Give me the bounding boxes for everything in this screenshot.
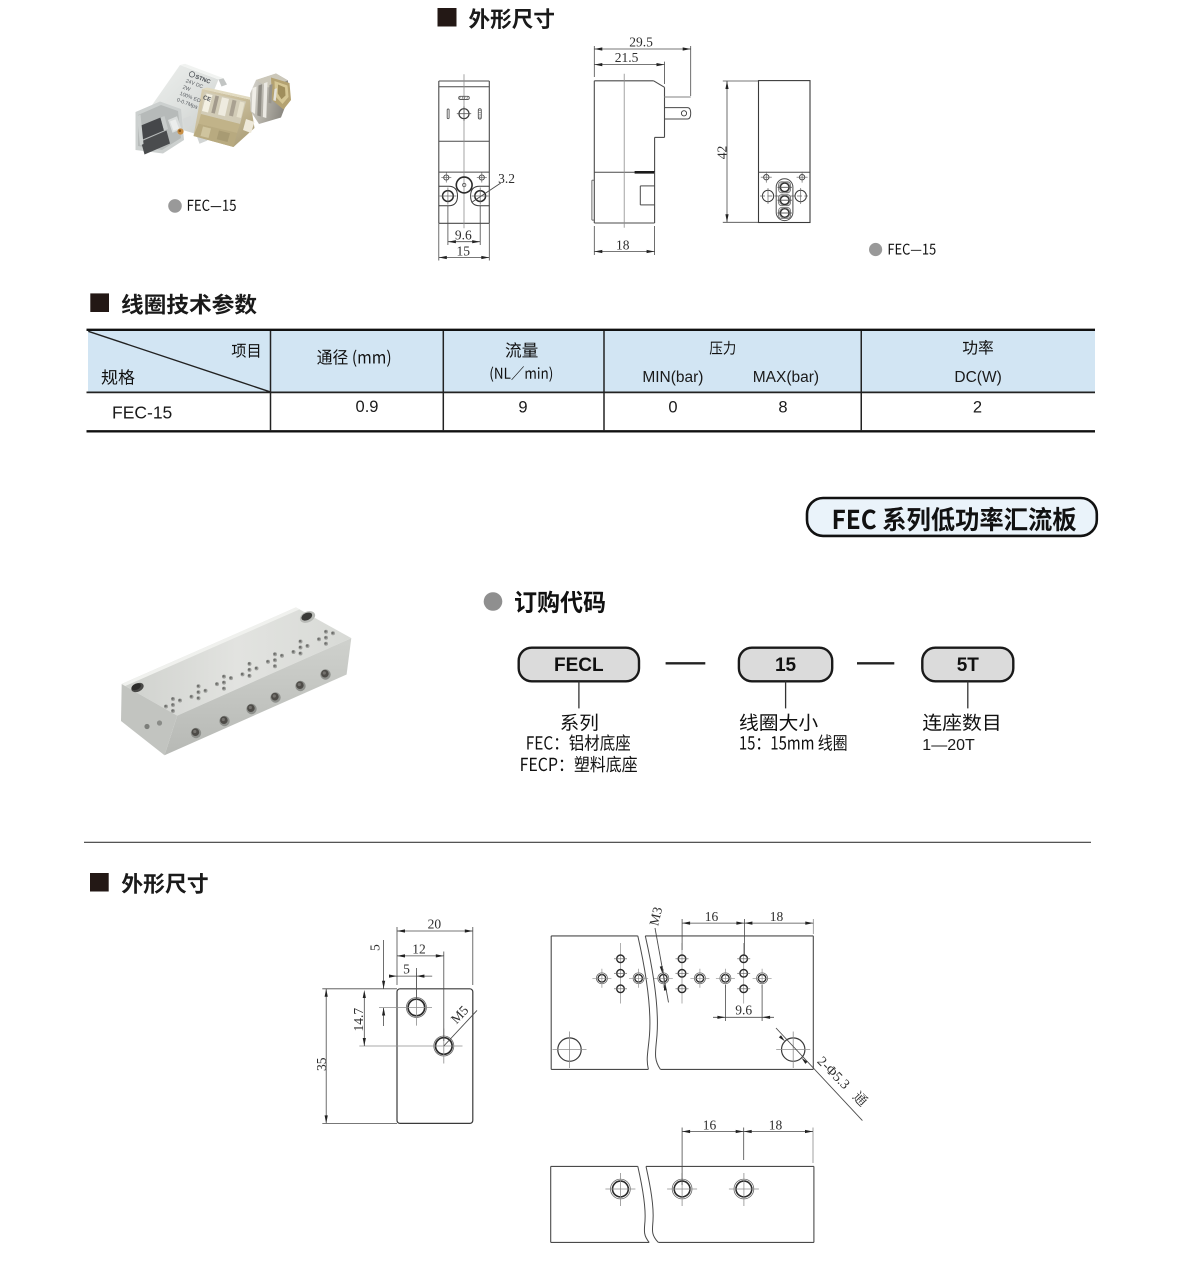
svg-text:35: 35: [314, 1057, 329, 1071]
svg-text:3.2: 3.2: [498, 171, 515, 186]
svg-text:18: 18: [616, 237, 630, 252]
svg-text:42: 42: [715, 146, 730, 160]
svg-text:MIN(bar): MIN(bar): [642, 369, 703, 386]
svg-text:9.6: 9.6: [735, 1003, 752, 1018]
svg-text:2W: 2W: [182, 85, 192, 93]
svg-text:29.5: 29.5: [629, 35, 653, 50]
svg-text:5: 5: [368, 944, 383, 951]
svg-text:5: 5: [403, 962, 410, 977]
svg-text:MAX(bar): MAX(bar): [753, 369, 819, 386]
svg-text:1—20T: 1—20T: [922, 737, 975, 754]
svg-text:20: 20: [428, 917, 442, 932]
svg-text:21.5: 21.5: [615, 50, 639, 65]
svg-text:15: 15: [457, 243, 471, 258]
svg-text:STNC: STNC: [194, 74, 212, 86]
svg-text:0.9: 0.9: [356, 398, 379, 416]
svg-text:8: 8: [778, 398, 787, 416]
svg-text:16: 16: [703, 1117, 717, 1132]
svg-text:FEC-15: FEC-15: [112, 402, 172, 422]
svg-text:2: 2: [973, 398, 982, 416]
svg-text:9: 9: [518, 398, 527, 416]
svg-text:FECL: FECL: [554, 655, 604, 676]
svg-text:18: 18: [769, 1117, 783, 1132]
svg-text:M3: M3: [646, 905, 665, 927]
svg-text:16: 16: [705, 909, 719, 924]
svg-text:0: 0: [668, 398, 677, 416]
svg-text:CE: CE: [202, 95, 212, 104]
svg-text:14.7: 14.7: [351, 1008, 366, 1032]
svg-text:5T: 5T: [957, 655, 980, 676]
svg-text:12: 12: [412, 942, 426, 957]
svg-text:15: 15: [775, 655, 797, 676]
svg-text:DC(W): DC(W): [954, 369, 1001, 386]
svg-text:18: 18: [770, 909, 784, 924]
svg-text:9.6: 9.6: [455, 228, 472, 243]
